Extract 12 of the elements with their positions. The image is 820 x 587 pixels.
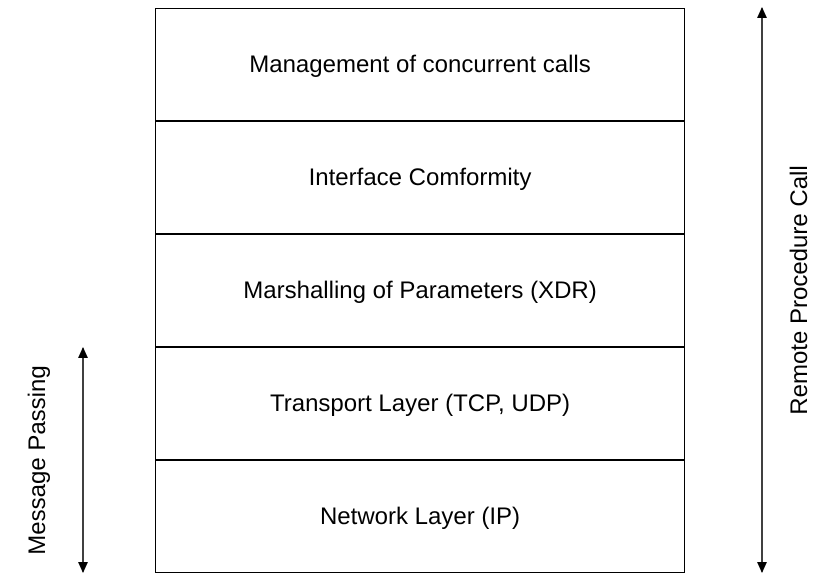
layer-box (155, 234, 685, 347)
layer-box (155, 460, 685, 573)
layer-label: Marshalling of Parameters (XDR) (243, 276, 597, 304)
layer-label: Management of concurrent calls (249, 50, 591, 78)
range-label: Remote Procedure Call (786, 165, 814, 415)
layer-label: Transport Layer (TCP, UDP) (270, 390, 570, 418)
layer-box (155, 347, 685, 460)
layer-label: Network Layer (IP) (320, 502, 520, 530)
range-label: Message Passing (24, 365, 52, 555)
layer-box (155, 121, 685, 234)
layer-label: Interface Comformity (308, 164, 532, 192)
layer-box (155, 8, 685, 121)
